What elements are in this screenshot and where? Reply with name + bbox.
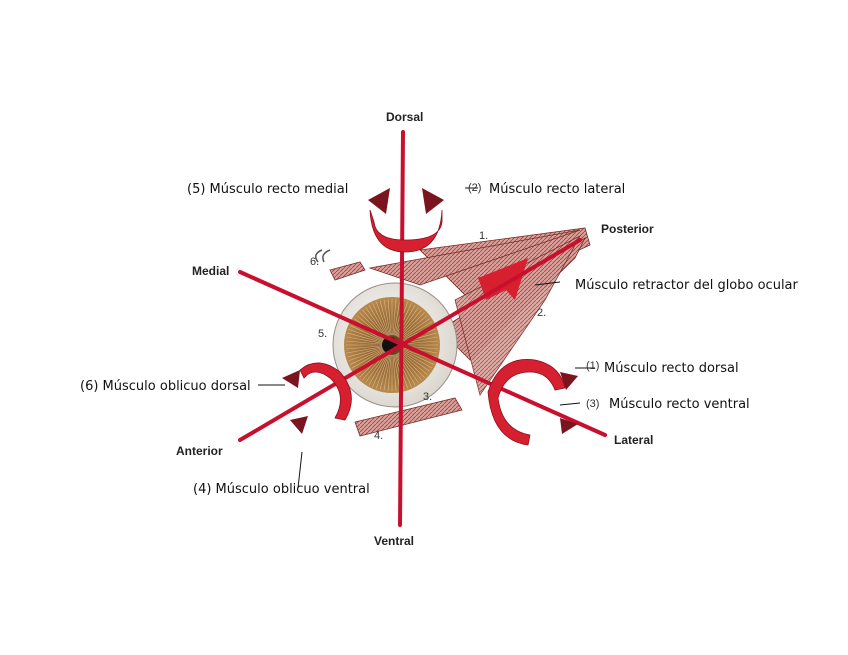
label-recto-lateral-number: (2) xyxy=(468,182,481,194)
ventral-oblique-band xyxy=(354,397,463,437)
trochlea xyxy=(315,249,331,263)
muscle-number-2: 2. xyxy=(537,307,546,319)
label-recto-dorsal-number: (1) xyxy=(586,360,599,372)
label-recto-medial: (5) Músculo recto medial xyxy=(187,182,348,197)
leader-lines xyxy=(258,187,595,489)
label-posterior: Posterior xyxy=(601,222,654,236)
axes xyxy=(238,130,607,527)
label-ventral: Ventral xyxy=(374,534,414,548)
label-retractor: Músculo retractor del globo ocular xyxy=(575,278,799,293)
label-recto-ventral: Músculo recto ventral xyxy=(609,397,750,412)
label-oblicuo-dorsal: (6) Músculo oblicuo dorsal xyxy=(80,379,251,394)
label-recto-lateral: Músculo recto lateral xyxy=(489,182,625,197)
muscle-number-6: 6. xyxy=(310,256,319,268)
label-anterior: Anterior xyxy=(176,444,223,458)
axis-dorsal-ventral xyxy=(398,130,405,527)
retractor-arrow xyxy=(478,258,528,300)
label-recto-ventral-number: (3) xyxy=(586,398,599,410)
label-oblicuo-ventral: (4) Músculo oblicuo ventral xyxy=(193,482,370,497)
rotation-arrow-lateral xyxy=(487,359,578,446)
rotation-arrow-vertical xyxy=(368,188,444,253)
eyeball xyxy=(332,282,458,408)
label-medial: Medial xyxy=(192,264,229,278)
label-dorsal: Dorsal xyxy=(386,110,423,124)
rotation-arrow-anterior xyxy=(282,362,352,434)
muscle-number-3: 3. xyxy=(423,391,432,403)
label-lateral: Lateral xyxy=(614,433,653,447)
muscle-number-5: 5. xyxy=(318,328,327,340)
muscle-number-1: 1. xyxy=(479,230,488,242)
label-recto-dorsal: Músculo recto dorsal xyxy=(604,361,739,376)
axis-medial-lateral xyxy=(238,270,607,437)
dorsal-oblique-tendon xyxy=(329,261,366,281)
muscle-cone xyxy=(368,227,591,396)
muscle-number-4: 4. xyxy=(374,430,383,442)
axis-anterior-posterior xyxy=(238,238,582,442)
